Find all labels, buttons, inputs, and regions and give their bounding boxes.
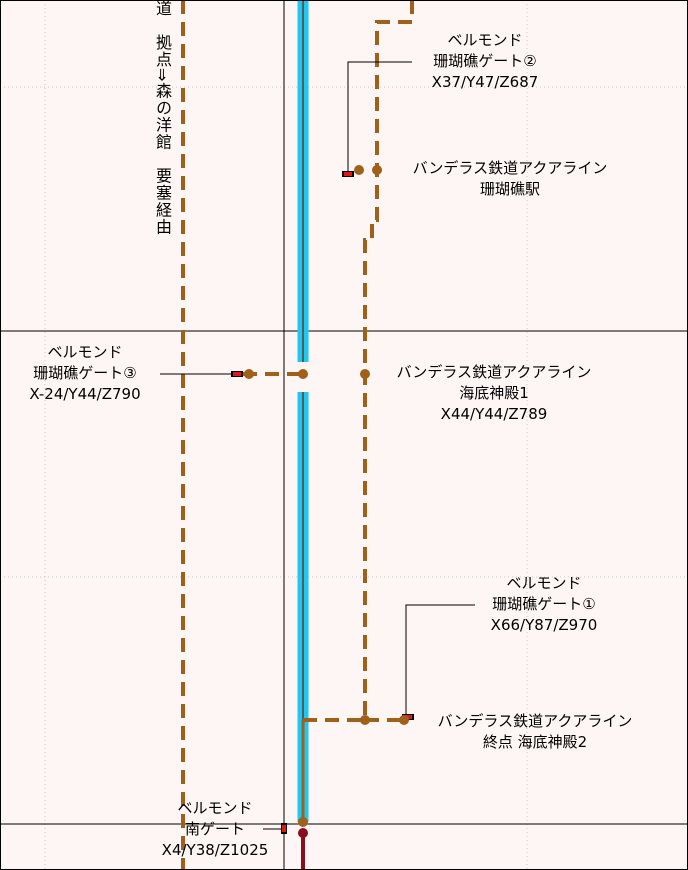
node-dot bbox=[360, 715, 370, 725]
south-gate-label: ベルモンド 南ゲート X4/Y38/Z1025 bbox=[135, 798, 295, 861]
leader-gate1 bbox=[405, 604, 475, 716]
gate1-label-line2: 珊瑚礁ゲート① bbox=[492, 595, 596, 613]
south-line-dot bbox=[298, 828, 308, 838]
gate3-label-line1: ベルモンド bbox=[47, 343, 123, 361]
gate2-label-line2: 珊瑚礁ゲート② bbox=[433, 52, 537, 70]
leader-lines bbox=[160, 61, 475, 830]
station-temple1-line1: バンデラス鉄道アクアライン bbox=[396, 363, 592, 381]
gate3-label-line2: 珊瑚礁ゲート③ bbox=[33, 364, 137, 382]
south-gate-marker-inner bbox=[282, 825, 286, 832]
node-dot bbox=[244, 369, 254, 379]
gate3-coords: X-24/Y44/Z790 bbox=[29, 385, 141, 403]
station-terminal-dot[interactable] bbox=[399, 715, 409, 725]
gate2-coords: X37/Y47/Z687 bbox=[431, 73, 539, 91]
road-label: 道 拠点⇒森の洋館 要塞経由 bbox=[153, 0, 172, 236]
station-terminal-label: バンデラス鉄道アクアライン 終点 海底神殿2 bbox=[405, 711, 665, 753]
station-coral-line1: バンデラス鉄道アクアライン bbox=[412, 159, 608, 177]
gate1-label: ベルモンド 珊瑚礁ゲート① X66/Y87/Z970 bbox=[464, 573, 624, 636]
node-dot bbox=[298, 369, 308, 379]
south-gate-coords: X4/Y38/Z1025 bbox=[161, 841, 269, 859]
leader-gate2 bbox=[347, 61, 412, 173]
gate3-marker-inner bbox=[233, 372, 241, 376]
gate1-label-line1: ベルモンド bbox=[506, 574, 582, 592]
gate3-label: ベルモンド 珊瑚礁ゲート③ X-24/Y44/Z790 bbox=[5, 342, 165, 405]
station-temple1-coords: X44/Y44/Z789 bbox=[440, 405, 548, 423]
route-main bbox=[363, 0, 414, 720]
station-coral-dot[interactable] bbox=[372, 165, 382, 175]
station-coral-line2: 珊瑚礁駅 bbox=[479, 180, 540, 198]
station-temple1-label: バンデラス鉄道アクアライン 海底神殿1 X44/Y44/Z789 bbox=[364, 362, 624, 425]
station-dots bbox=[244, 165, 409, 838]
node-dot bbox=[354, 165, 364, 175]
station-terminal-line1: バンデラス鉄道アクアライン bbox=[437, 712, 633, 730]
station-coral-label: バンデラス鉄道アクアライン 珊瑚礁駅 bbox=[380, 158, 640, 200]
gate2-label: ベルモンド 珊瑚礁ゲート② X37/Y47/Z687 bbox=[405, 30, 565, 93]
station-temple1-line2: 海底神殿1 bbox=[459, 384, 529, 402]
station-terminal-line2: 終点 海底神殿2 bbox=[482, 733, 588, 751]
station-temple1-dot[interactable] bbox=[360, 369, 370, 379]
gate2-label-line1: ベルモンド bbox=[447, 31, 523, 49]
south-gate-label-line2: 南ゲート bbox=[184, 820, 245, 838]
gate1-coords: X66/Y87/Z970 bbox=[490, 616, 598, 634]
gate2-marker-inner bbox=[344, 172, 352, 176]
node-dot bbox=[298, 817, 308, 827]
south-gate-label-line1: ベルモンド bbox=[177, 799, 253, 817]
